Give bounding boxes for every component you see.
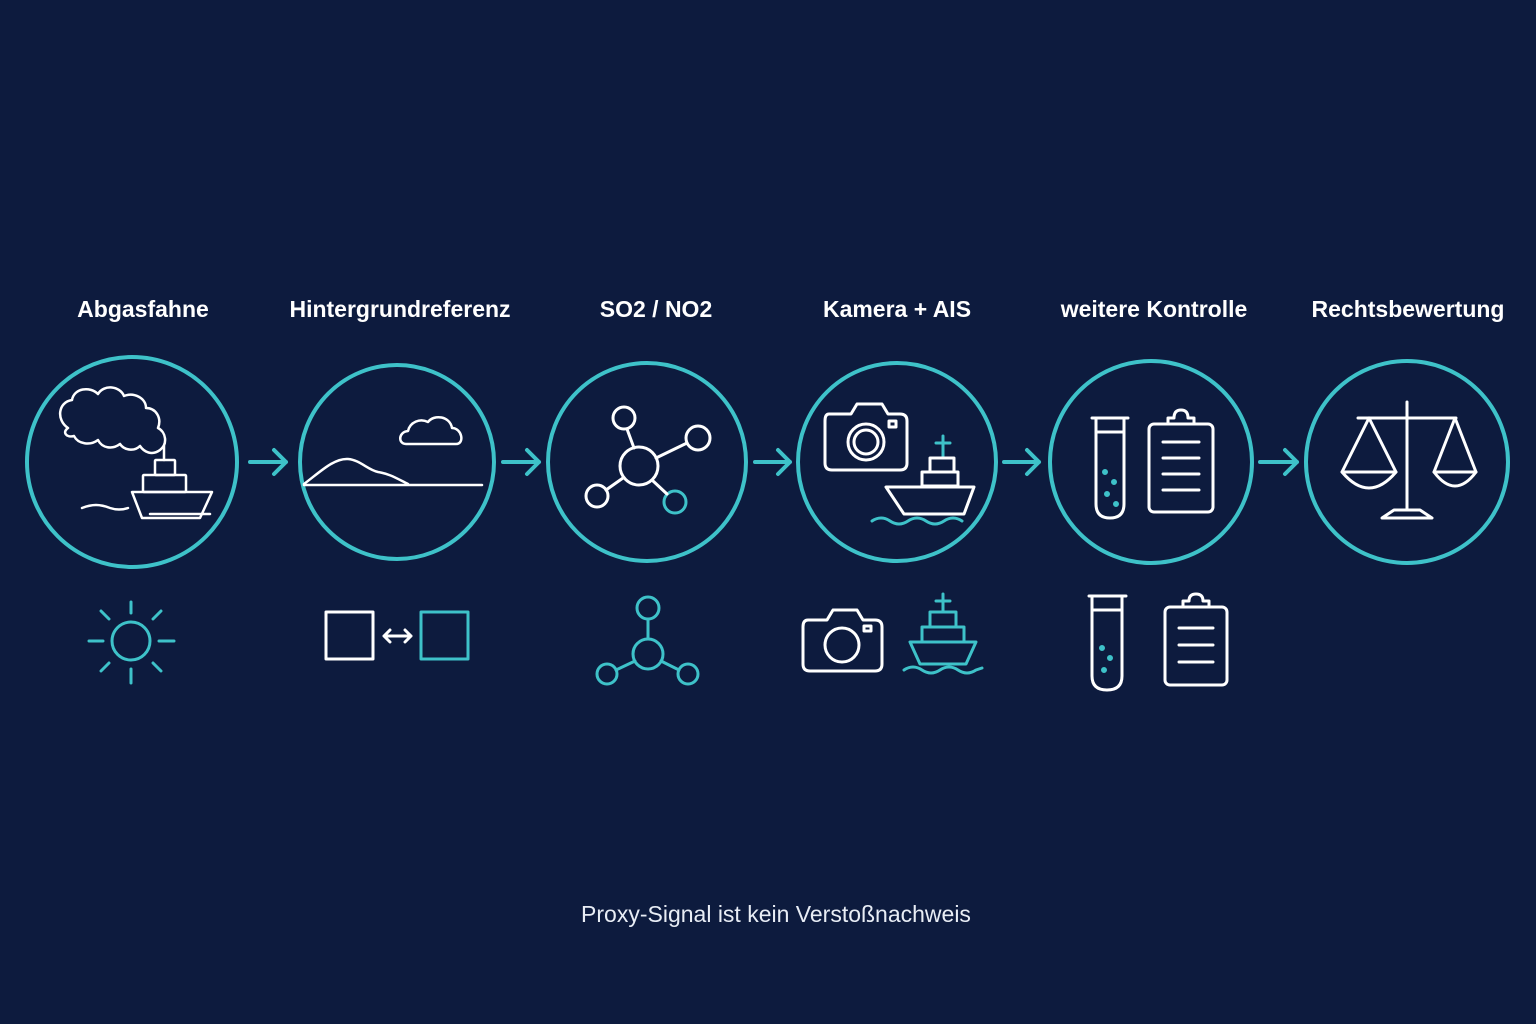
camera-icon <box>801 608 884 673</box>
arrow-icon <box>1258 448 1299 476</box>
step-label-abgasfahne: Abgasfahne <box>77 296 209 322</box>
arrow-icon <box>501 448 541 476</box>
step-label-rechtsbewertung: Rechtsbewertung <box>1311 296 1505 322</box>
test-tube-clipboard-icon <box>1090 408 1215 520</box>
landscape-cloud-icon <box>302 415 484 487</box>
sun-icon <box>87 600 176 685</box>
square-compare-arrow-icon <box>324 610 470 661</box>
step-label-kamera-ais: Kamera + AIS <box>822 296 972 322</box>
step-circle-1 <box>25 355 239 569</box>
step-circle-2 <box>298 363 496 561</box>
step-label-weitere-kontrolle: weitere Kontrolle <box>1060 296 1248 322</box>
arrow-icon <box>248 448 288 476</box>
step-circle-3 <box>546 361 748 563</box>
step-label-so2-no2: SO2 / NO2 <box>599 296 713 322</box>
arrow-icon <box>1002 448 1041 476</box>
ship-smoke-plume-icon <box>59 386 214 520</box>
step-circle-4 <box>796 361 998 563</box>
molecule-icon <box>584 405 712 515</box>
clipboard-icon <box>1163 592 1229 687</box>
test-tube-icon <box>1087 594 1128 692</box>
step-circle-5 <box>1048 359 1254 565</box>
molecule-small-icon <box>595 595 700 686</box>
ship-icon <box>902 592 984 675</box>
arrow-icon <box>753 448 792 476</box>
footer-note: Proxy-Signal ist kein Verstoßnachweis <box>581 901 971 927</box>
scales-of-justice-icon <box>1340 400 1478 520</box>
step-circle-6 <box>1304 359 1510 565</box>
step-label-hintergrundreferenz: Hintergrundreferenz <box>289 296 511 322</box>
camera-ship-icon <box>823 402 976 526</box>
